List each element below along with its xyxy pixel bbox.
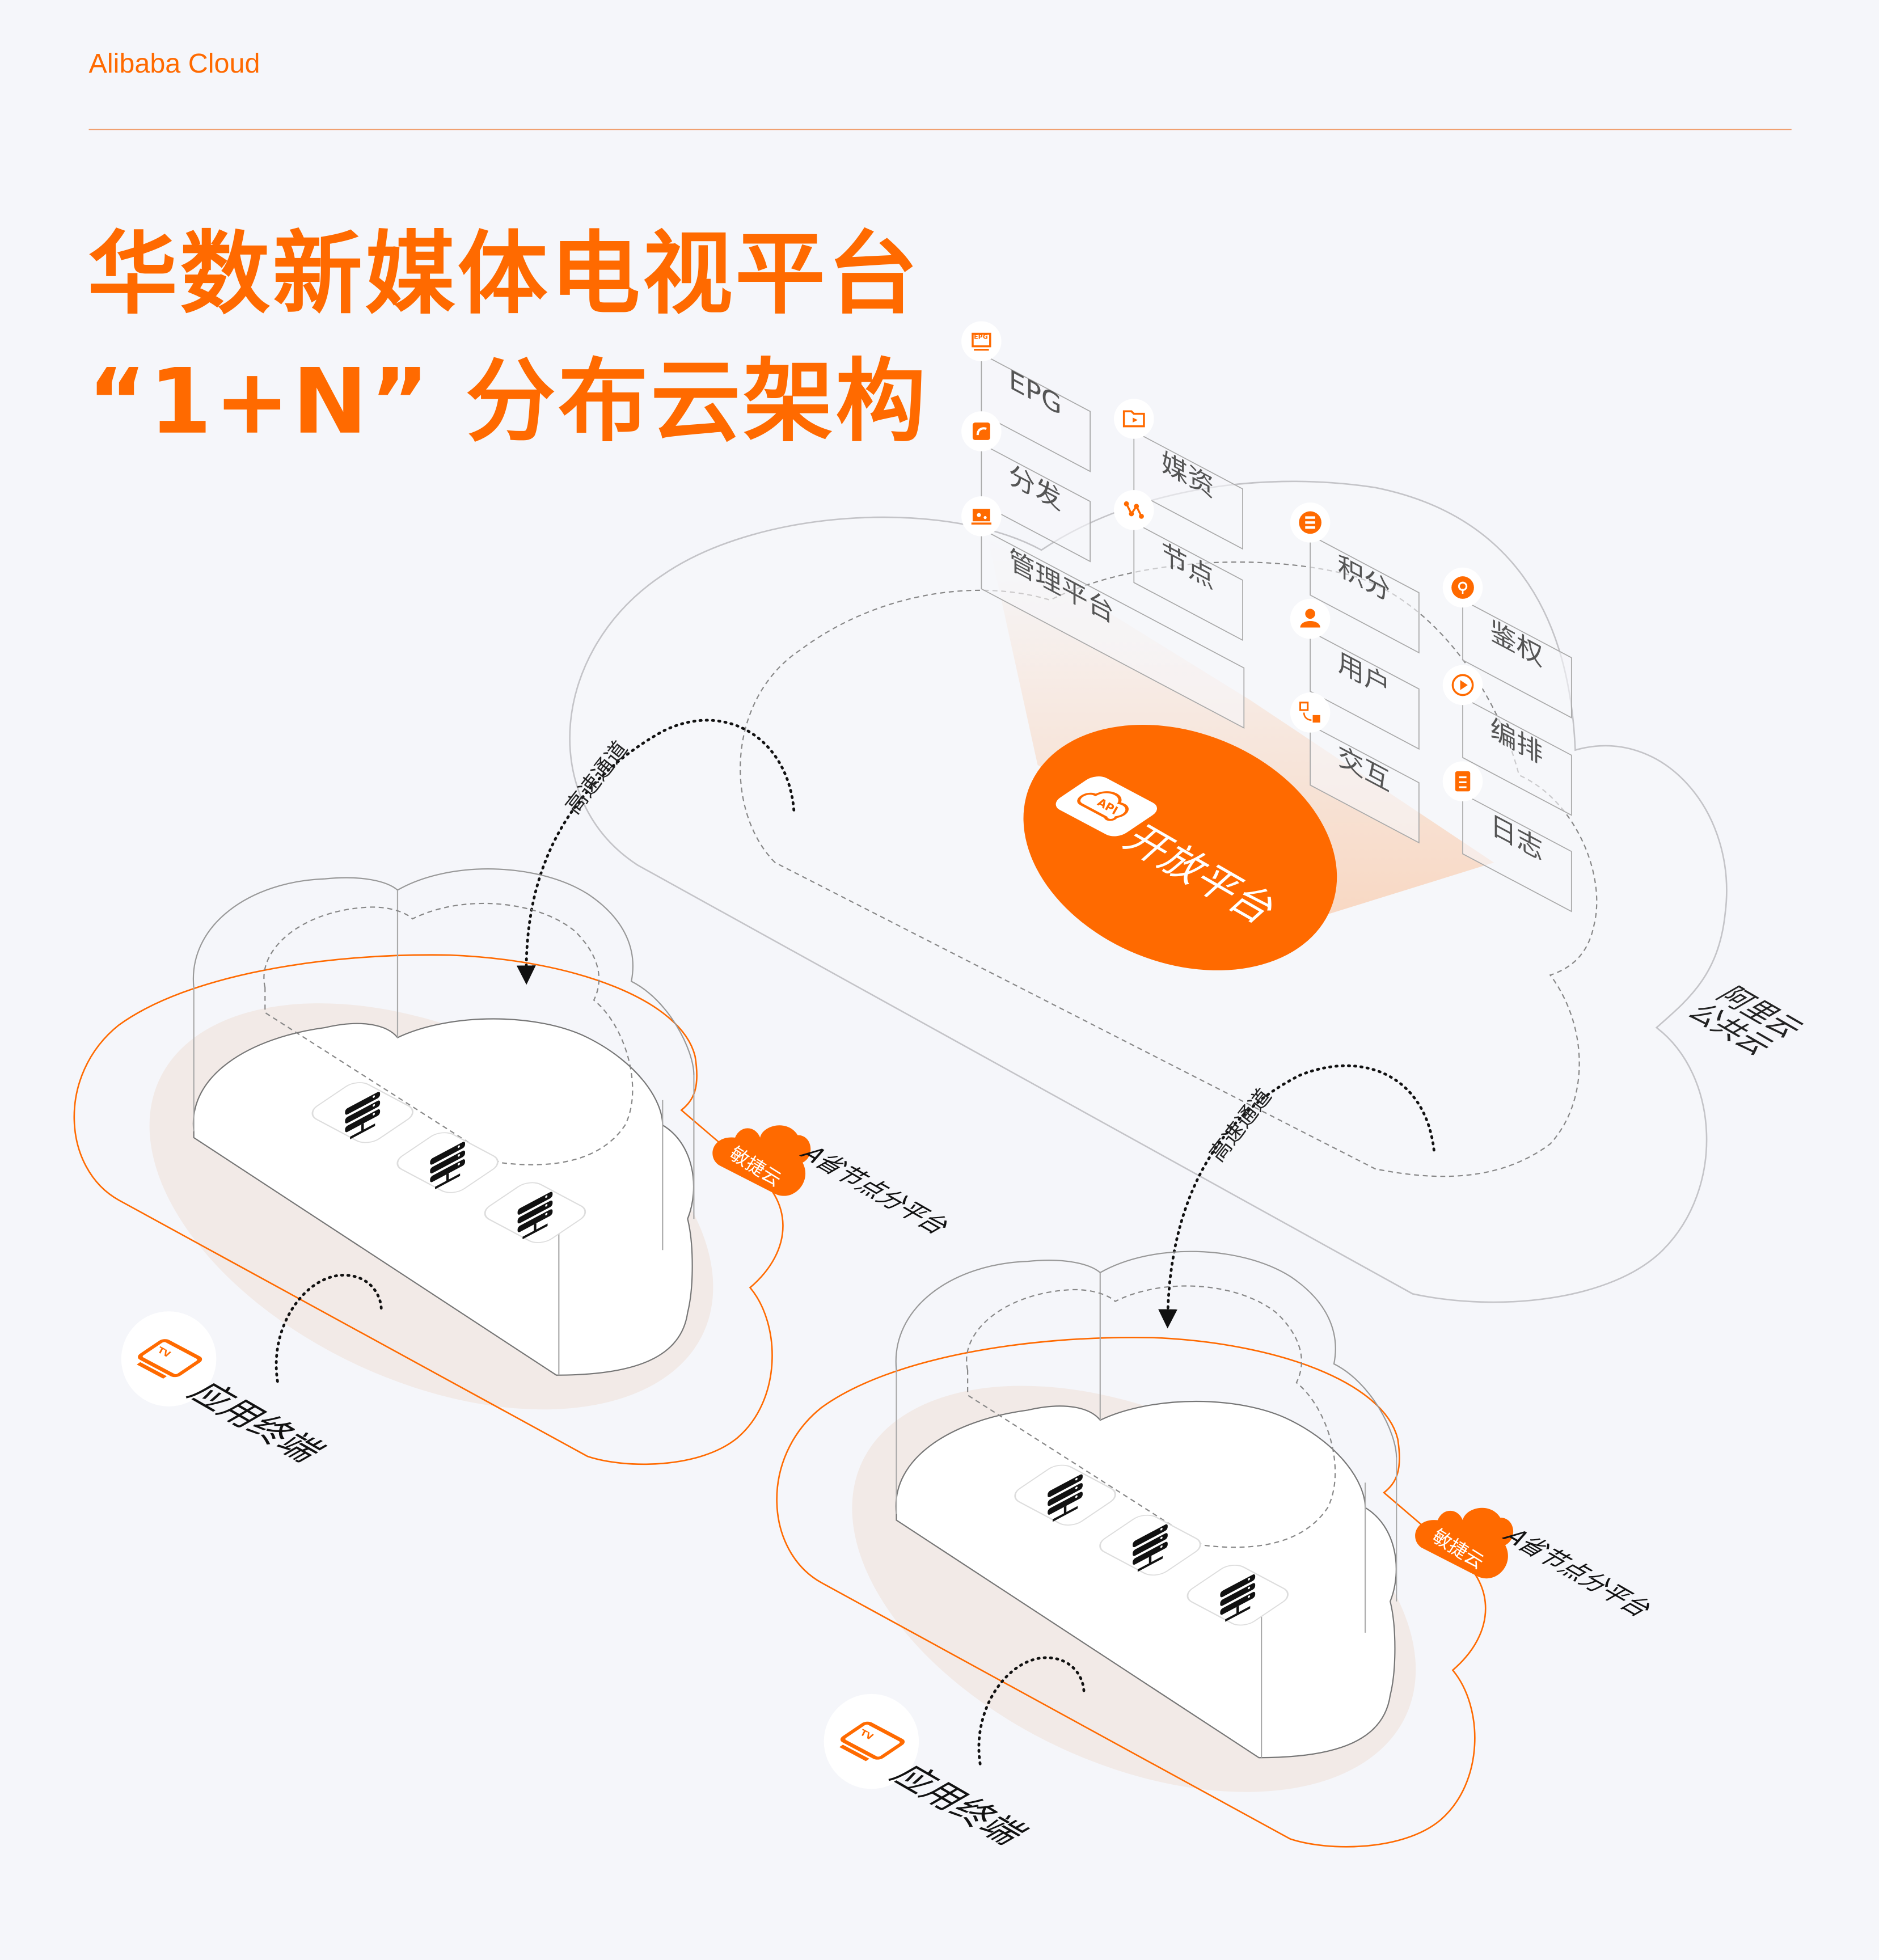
- interaction-sync-icon: [1290, 692, 1331, 733]
- open-platform-disc[interactable]: [986, 680, 1374, 1015]
- module-panel-5: [1310, 534, 1420, 654]
- agile-cloud-badge: [712, 1125, 811, 1196]
- header-divider: [88, 129, 1792, 130]
- page-title-line2: “1+N” 分布云架构: [87, 348, 928, 454]
- share-arrow-icon: [961, 411, 1002, 451]
- log-list-icon: [1442, 761, 1483, 801]
- user-icon: [1290, 598, 1331, 639]
- module-panels: [981, 353, 1572, 913]
- module-panel-1: [981, 443, 1091, 563]
- api-cloud-icon: [1055, 776, 1158, 837]
- page-title-line1: 华数新媒体电视平台: [87, 221, 921, 327]
- play-circle-icon: [1442, 665, 1483, 706]
- channel-arrow-2: [1158, 1064, 1435, 1329]
- module-panel-3: [1133, 430, 1243, 550]
- database-coins-icon: [1290, 502, 1331, 543]
- shield-key-icon: [1442, 567, 1483, 608]
- module-panel-2: [981, 527, 1245, 729]
- node-graph-icon: [1114, 490, 1154, 530]
- tv-icon-bg: [121, 1311, 217, 1406]
- module-panel-8: [1462, 599, 1572, 719]
- brand-logo-text: Alibaba Cloud: [88, 47, 260, 79]
- settings-laptop-icon: [961, 496, 1002, 537]
- module-panel-0: [981, 353, 1091, 472]
- channel-arrow-1: [516, 719, 796, 985]
- module-panel-4: [1133, 521, 1243, 641]
- module-panel-10: [1462, 793, 1572, 913]
- module-panel-9: [1462, 696, 1572, 816]
- epg-monitor-icon: [961, 321, 1002, 362]
- node-cloud-1: [73, 868, 811, 1465]
- tv-icon: [137, 1339, 202, 1379]
- epg-icon-text: EPG: [974, 333, 988, 341]
- module-panel-6: [1310, 630, 1420, 750]
- media-folder-icon: [1114, 399, 1154, 439]
- module-panel-7: [1310, 724, 1420, 844]
